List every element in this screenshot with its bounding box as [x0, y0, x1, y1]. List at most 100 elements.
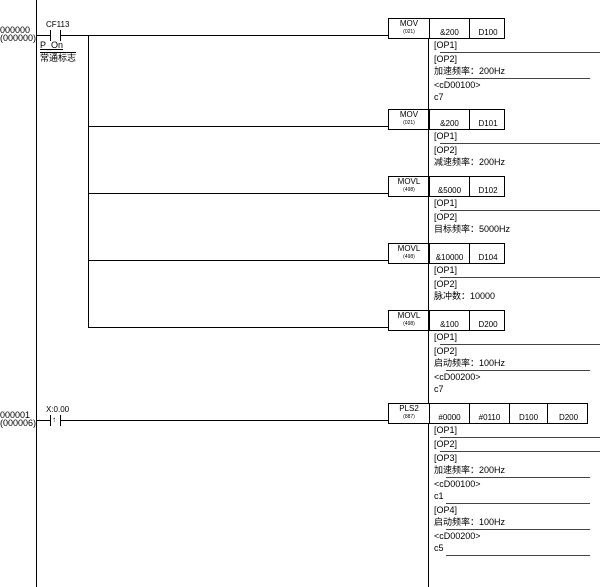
function-code: (021) — [403, 120, 415, 126]
operand-comment cn: 减速频率：200Hz — [434, 157, 506, 167]
contact-left-bar — [50, 30, 51, 41]
wire — [37, 420, 50, 421]
mnemonic-label: MOVL — [397, 177, 421, 186]
branch-wire — [88, 193, 388, 194]
operand-cell[interactable]: #0000 — [429, 404, 469, 423]
operand-cell[interactable]: &200 — [429, 110, 469, 129]
operand-comment cn: <cD00100> — [434, 80, 481, 90]
comment-separator — [446, 503, 590, 504]
left-power-rail — [36, 0, 37, 587]
rung-step: (000006) — [0, 418, 37, 428]
comment-separator — [446, 529, 590, 530]
operand-cell[interactable]: #0110 — [469, 404, 509, 423]
contact-left-bar — [50, 415, 51, 426]
operand-cell[interactable]: D200 — [547, 404, 589, 423]
operand-comment cn: [OP2] — [434, 145, 458, 155]
operand-comment cn: 加速频率：200Hz — [434, 465, 506, 475]
comment-separator — [440, 52, 600, 53]
instruction-mnemonic: MOVL(498) — [389, 178, 429, 194]
operand-cell[interactable]: D200 — [469, 311, 506, 330]
comment-separator — [446, 555, 590, 556]
mnemonic-label: PLS2 — [399, 404, 419, 413]
operand-cell[interactable]: D102 — [469, 177, 506, 196]
function-code: (021) — [403, 29, 415, 35]
operand-comment cn: 加速频率：200Hz — [434, 66, 506, 76]
comment-separator — [440, 210, 600, 211]
rising-edge-icon: ↑ — [52, 415, 56, 424]
operand-comment cn: [OP2] — [434, 439, 458, 449]
operand-stem — [428, 424, 429, 587]
mnemonic-label: MOVL — [397, 244, 421, 253]
operand-comment cn: <cD00200> — [434, 531, 481, 541]
function-code: (887) — [403, 414, 415, 420]
operand-comment cn: [OP4] — [434, 505, 458, 515]
operand-comment cn: [OP1] — [434, 425, 458, 435]
operand-cell[interactable]: D101 — [469, 110, 506, 129]
contact-comment cn: 常通标志 — [40, 52, 77, 63]
operand-comment cn: 启动频率：100Hz — [434, 517, 506, 527]
operand-comment cn: 启动频率：100Hz — [434, 358, 506, 368]
operand-comment cn: [OP2] — [434, 279, 458, 289]
comment-separator — [446, 78, 590, 79]
branch-wire — [88, 35, 89, 328]
instruction-mnemonic: MOV(021) — [389, 111, 429, 127]
operand-comment cn: c7 — [434, 384, 444, 394]
contact-operand[interactable]: CF113 — [46, 20, 70, 29]
rung-wire — [60, 35, 388, 36]
operand-comment cn: [OP1] — [434, 265, 458, 275]
operand-cell[interactable]: &200 — [429, 19, 469, 38]
operand-comment cn: [OP3] — [434, 453, 458, 463]
operand-comment cn: [OP2] — [434, 346, 458, 356]
comment-separator — [446, 370, 590, 371]
operand-comment cn: c1 — [434, 491, 444, 501]
mnemonic-label: MOV — [399, 19, 419, 28]
comment-separator — [446, 477, 590, 478]
rung-wire — [60, 420, 388, 421]
operand-comment cn: [OP1] — [434, 40, 458, 50]
operand-cell[interactable]: D104 — [469, 244, 506, 263]
rung-address: 000000 — [0, 25, 31, 35]
operand-comment cn: 目标频率：5000Hz — [434, 224, 511, 234]
branch-wire — [88, 327, 388, 328]
contact-symbol cn: P_On — [40, 40, 64, 50]
operand-comment cn: [OP2] — [434, 212, 458, 222]
function-code: (498) — [403, 321, 415, 327]
operand-cell[interactable]: D100 — [509, 404, 547, 423]
function-code: (498) — [403, 254, 415, 260]
operand-cell[interactable]: &10000 — [429, 244, 469, 263]
operand-comment cn: [OP2] — [434, 54, 458, 64]
branch-wire — [88, 126, 388, 127]
comment-separator — [440, 451, 600, 452]
operand-stem — [428, 39, 429, 403]
rung-address: 000001 — [0, 410, 31, 420]
mnemonic-label: MOVL — [397, 311, 421, 320]
instruction-mnemonic: MOV(021) — [389, 20, 429, 36]
comment-separator — [440, 437, 600, 438]
operand-comment cn: [OP1] — [434, 198, 458, 208]
instruction-mnemonic: PLS2(887) — [389, 405, 429, 421]
comment-separator — [440, 344, 600, 345]
operand-cell[interactable]: &100 — [429, 311, 469, 330]
function-code: (498) — [403, 187, 415, 193]
wire — [37, 35, 50, 36]
operand-comment cn: c7 — [434, 92, 444, 102]
operand-cell[interactable]: &5000 — [429, 177, 469, 196]
operand-comment cn: c5 — [434, 543, 444, 553]
operand-comment cn: <cD00200> — [434, 372, 481, 382]
operand-comment cn: [OP1] — [434, 332, 458, 342]
comment-separator — [440, 143, 600, 144]
operand-comment cn: <cD00100> — [434, 479, 481, 489]
comment-separator — [440, 277, 600, 278]
contact-operand[interactable]: X:0.00 — [46, 405, 70, 414]
operand-comment cn: 脉冲数：10000 — [434, 291, 496, 301]
instruction-mnemonic: MOVL(498) — [389, 312, 429, 328]
operand-cell[interactable]: D100 — [469, 19, 506, 38]
mnemonic-label: MOV — [399, 110, 419, 119]
